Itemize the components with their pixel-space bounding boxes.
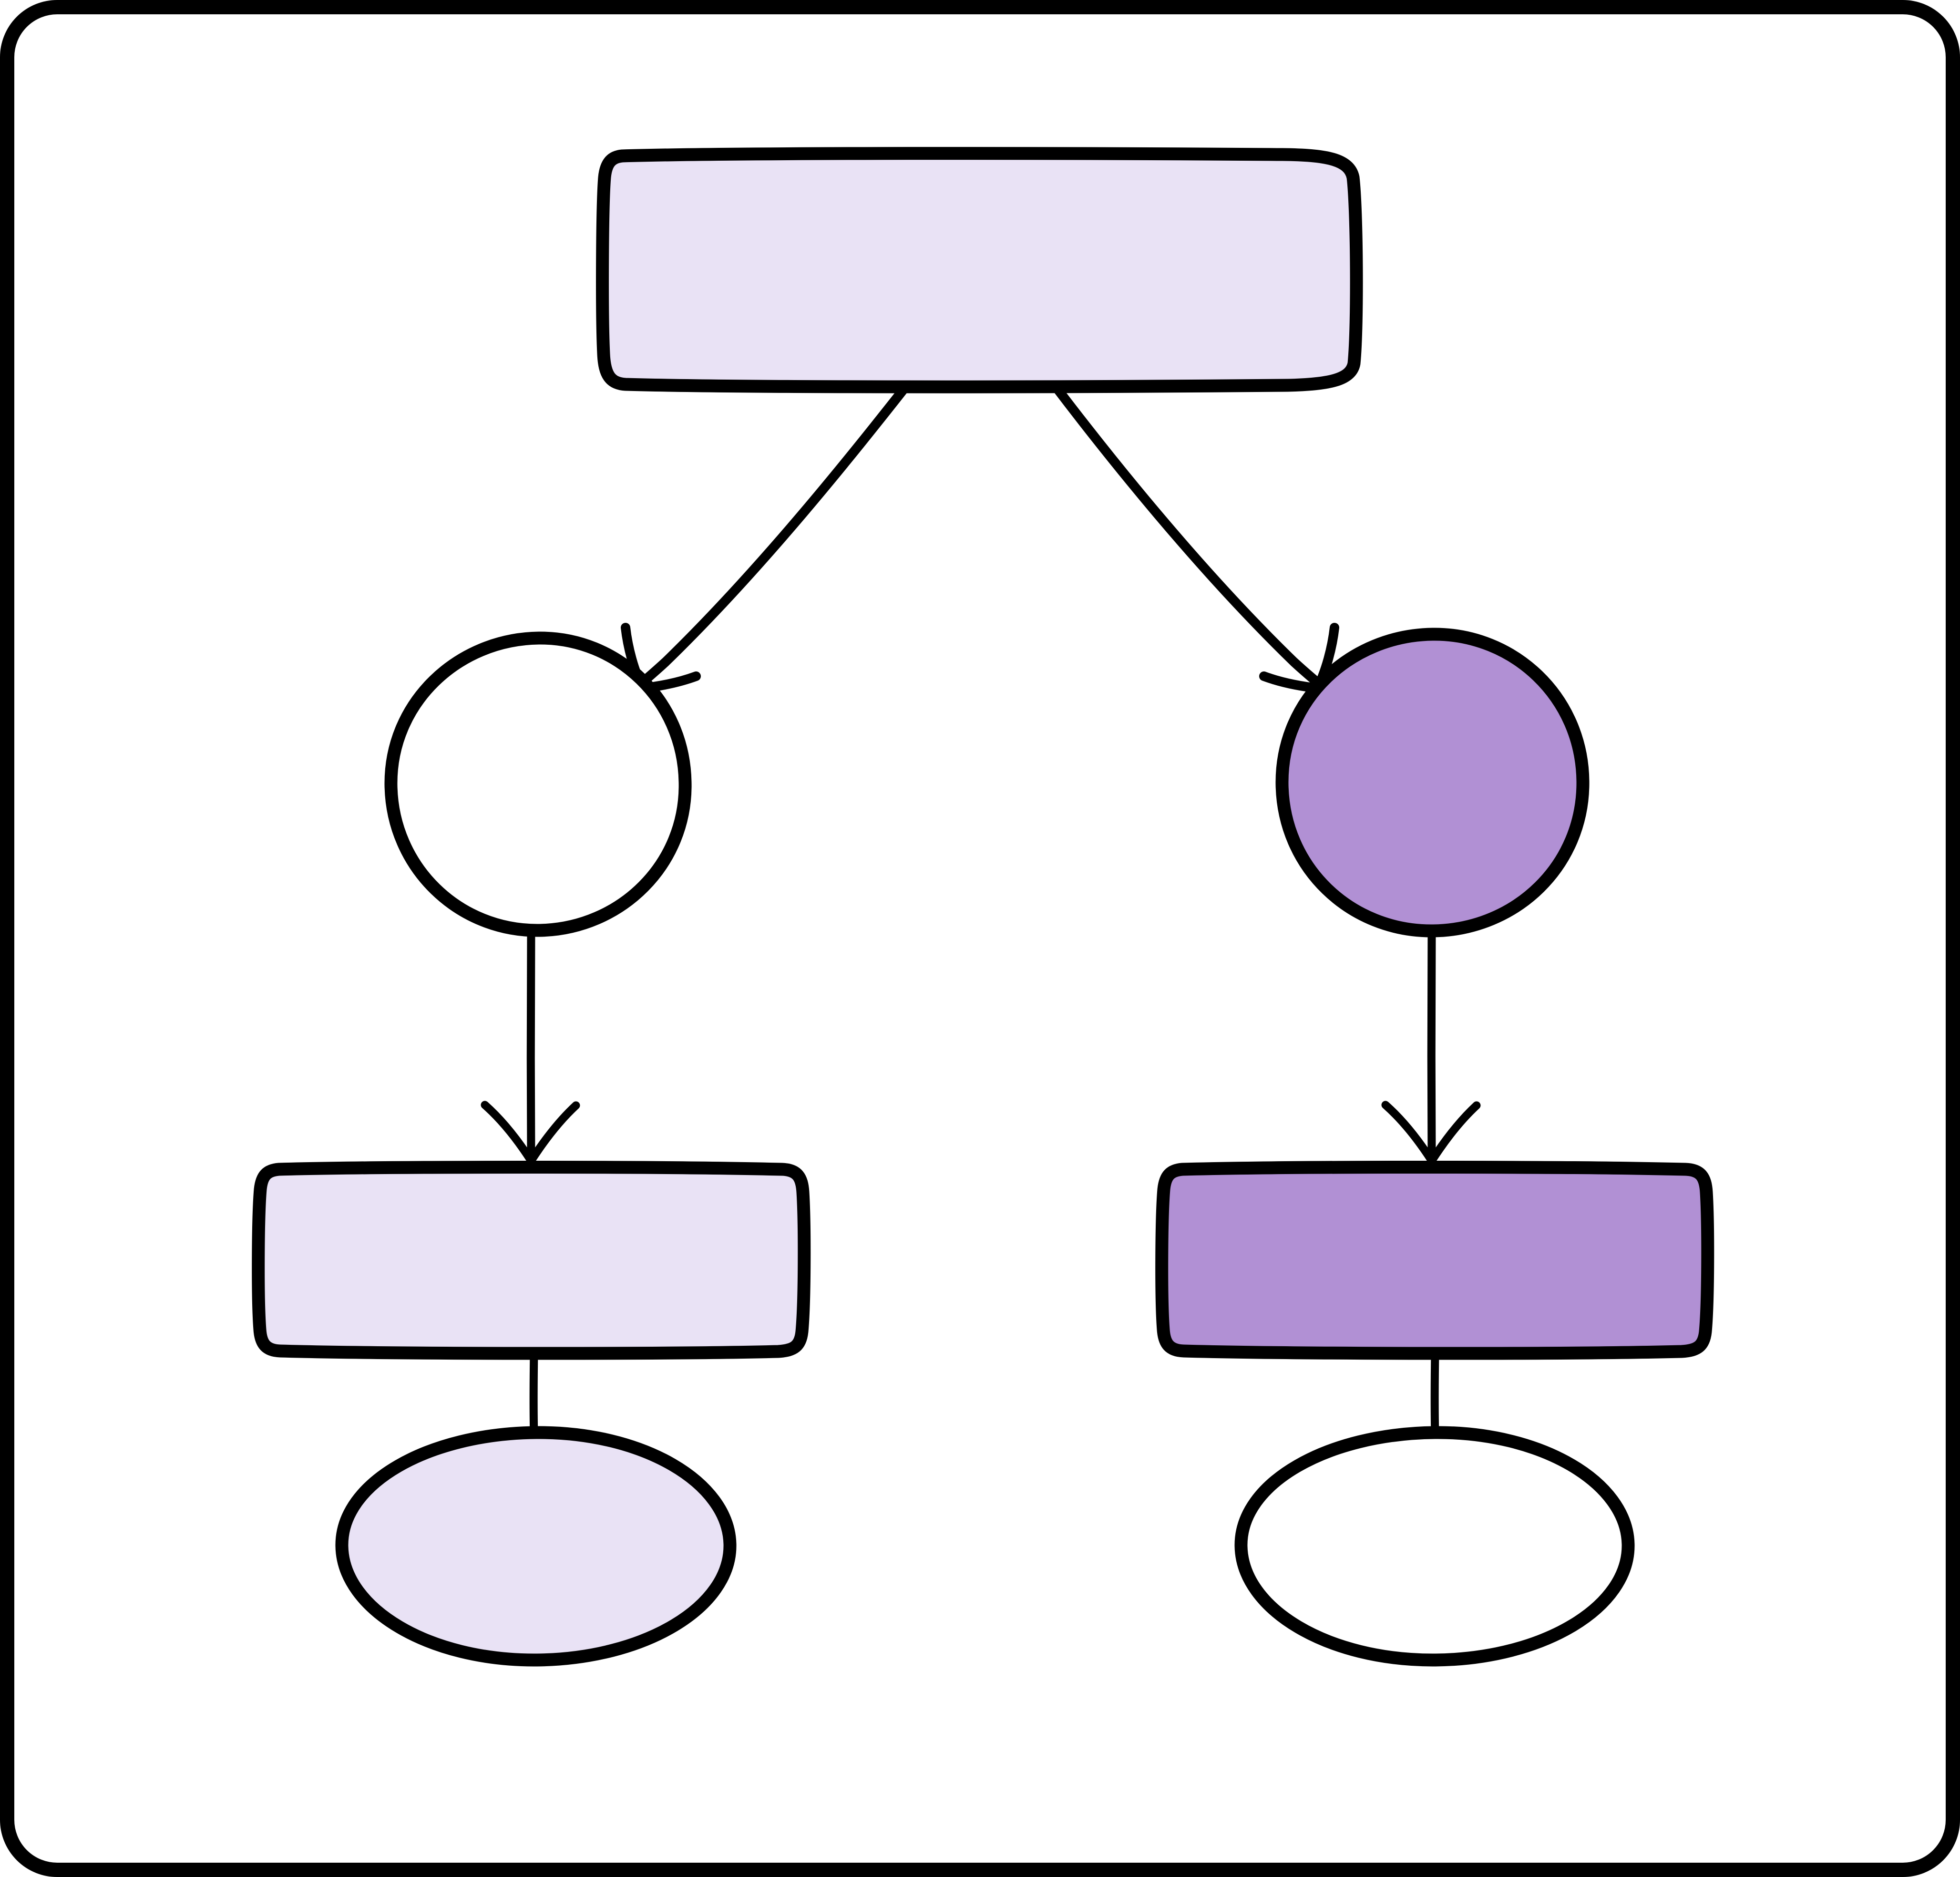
node-right-rect-shape[interactable] <box>1155 1161 1714 1360</box>
node-right-rect[interactable] <box>1155 1161 1714 1360</box>
node-left-rect[interactable] <box>252 1161 811 1360</box>
edge-right-circle-to-right-rect-arrowhead-barb-a <box>1381 1101 1436 1165</box>
edge-right-circle-to-right-rect-arrowhead-barb-b <box>1427 1101 1481 1165</box>
edge-left-circle-to-left-rect-arrowhead-barb-a <box>481 1101 535 1165</box>
node-right-ellipse-shape[interactable] <box>1234 1426 1635 1667</box>
node-left-circle[interactable] <box>384 631 692 937</box>
node-right-ellipse[interactable] <box>1234 1426 1635 1667</box>
edge-right-circle-to-right-rect <box>1381 926 1481 1165</box>
node-root[interactable] <box>596 147 1363 393</box>
node-left-ellipse-shape[interactable] <box>335 1426 737 1667</box>
edge-left-circle-to-left-rect-arrowhead-barb-b <box>527 1101 580 1165</box>
node-left-ellipse[interactable] <box>335 1426 737 1667</box>
node-root-shape[interactable] <box>596 147 1363 393</box>
edge-left-circle-to-left-rect <box>481 927 580 1165</box>
node-right-circle[interactable] <box>1275 628 1590 938</box>
node-left-circle-shape[interactable] <box>384 631 692 937</box>
node-left-rect-shape[interactable] <box>252 1161 811 1360</box>
edge-root-to-right-circle-line <box>1050 381 1328 692</box>
edge-root-to-left-circle-line <box>632 381 912 692</box>
edge-right-circle-to-right-rect-line <box>1427 926 1436 1163</box>
node-right-circle-shape[interactable] <box>1275 628 1590 938</box>
